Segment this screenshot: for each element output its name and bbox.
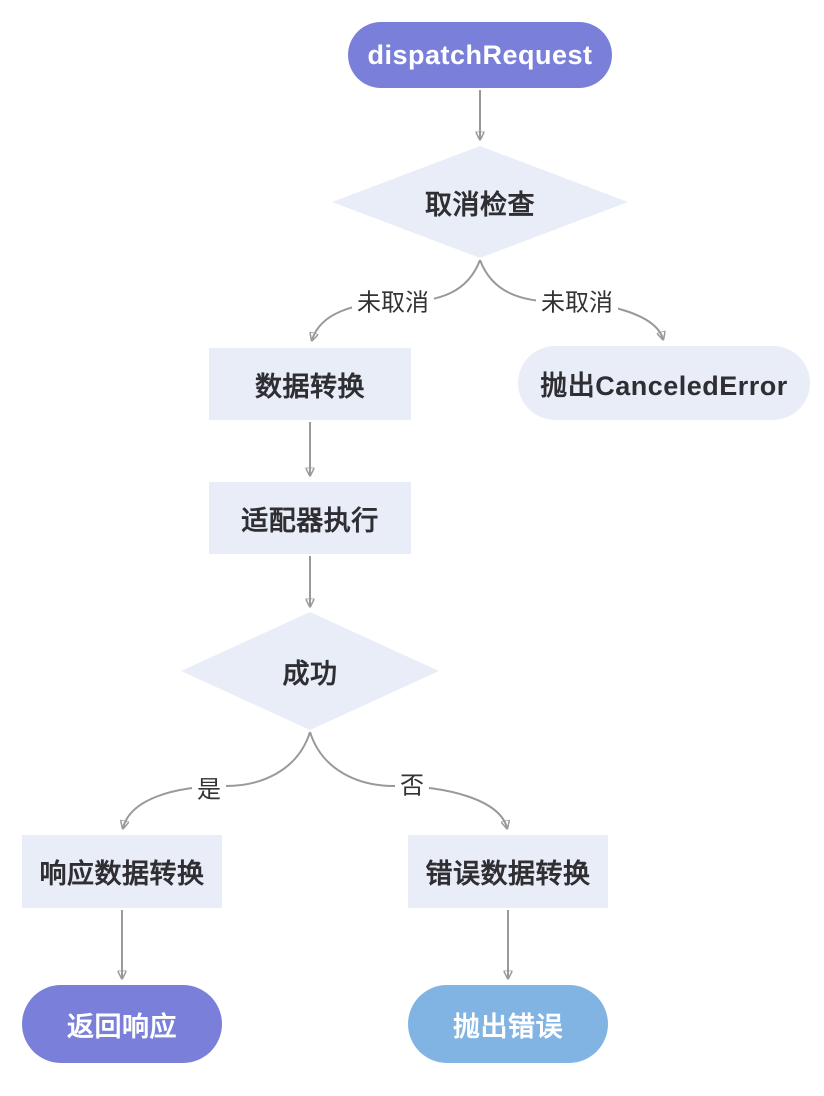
node-dispatch-request: dispatchRequest [348,22,612,88]
node-return-response: 返回响应 [22,985,222,1063]
node-throw-error: 抛出错误 [408,985,608,1063]
edge-label-yes: 是 [192,769,226,805]
node-cancel-check-decision: 取消检查 [332,146,628,258]
node-adapter-execute: 适配器执行 [209,482,411,554]
node-success-decision: 成功 [181,612,439,730]
node-success-label: 成功 [282,658,338,689]
node-data-transform: 数据转换 [209,348,411,420]
edge-label-no: 否 [395,765,429,801]
node-response-data-transform: 响应数据转换 [22,835,222,908]
node-throw-canceled-error: 抛出CanceledError [518,346,810,420]
edge-label-not-canceled-left: 未取消 [352,282,434,318]
node-cancel-check-label: 取消检查 [425,189,535,220]
edge-success-to-error-transform [309,731,507,828]
edge-label-not-canceled-right: 未取消 [536,282,618,318]
node-error-data-transform: 错误数据转换 [408,835,608,908]
